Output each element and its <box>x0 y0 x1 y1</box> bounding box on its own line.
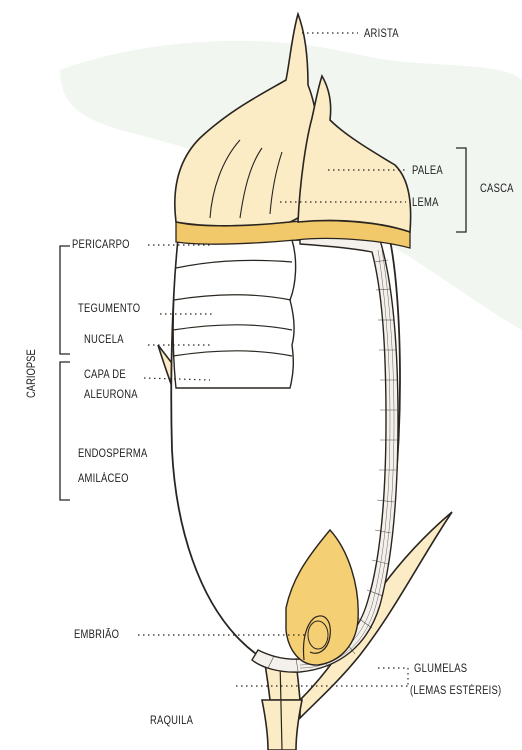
label-lemas-estereis: (LEMAS ESTÉREIS) <box>410 684 501 698</box>
label-tegumento: TEGUMENTO <box>78 302 140 316</box>
label-palea: PALEA <box>412 164 443 178</box>
label-cariopse: CARIOPSE <box>26 349 38 398</box>
label-nucela: NUCELA <box>84 333 124 347</box>
cariopse-bracket-upper <box>60 246 70 354</box>
label-lema: LEMA <box>412 196 439 210</box>
label-aleurona: ALEURONA <box>84 388 138 402</box>
label-amilaceo: AMILÁCEO <box>78 472 129 486</box>
label-casca: CASCA <box>480 182 514 196</box>
label-raquila: RAQUILA <box>150 714 193 728</box>
label-arista: ARISTA <box>364 27 399 41</box>
label-embriao: EMBRIÃO <box>74 628 119 642</box>
camadas-cariopse <box>173 237 295 388</box>
cariopse-bracket-lower <box>60 362 70 500</box>
label-glumelas: GLUMELAS <box>414 662 467 676</box>
label-capa-de: CAPA DE <box>84 368 126 382</box>
label-pericarpo: PERICARPO <box>72 238 130 252</box>
label-endosperma: ENDOSPERMA <box>78 447 148 461</box>
